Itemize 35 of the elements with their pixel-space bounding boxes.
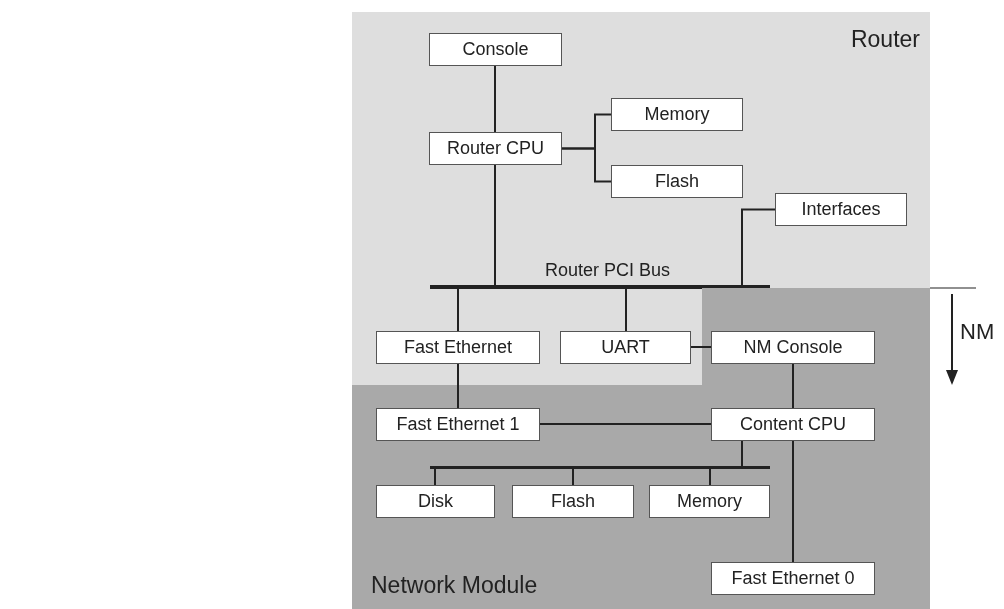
connector-line xyxy=(434,468,436,486)
component-box: Memory xyxy=(611,98,743,131)
component-box: Flash xyxy=(512,485,634,518)
connector-line xyxy=(741,440,743,467)
text-label: Router PCI Bus xyxy=(545,260,671,281)
bus-bar xyxy=(430,466,770,469)
component-box: UART xyxy=(560,331,691,364)
component-box: NM Console xyxy=(711,331,875,364)
connector-line xyxy=(572,468,574,486)
connector-line xyxy=(690,346,712,348)
component-box: Interfaces xyxy=(775,193,907,226)
component-box: Memory xyxy=(649,485,770,518)
component-box: Fast Ethernet xyxy=(376,331,540,364)
component-box: Disk xyxy=(376,485,495,518)
bus-bar xyxy=(430,285,770,289)
connector-line xyxy=(494,65,496,133)
component-box: Console xyxy=(429,33,562,66)
connector-line xyxy=(539,423,712,425)
component-box: Content CPU xyxy=(711,408,875,441)
connector-line xyxy=(741,208,776,286)
connector-line xyxy=(457,288,459,332)
component-box: Flash xyxy=(611,165,743,198)
connector-line xyxy=(457,363,459,409)
region-title: Router xyxy=(849,26,920,53)
connector-line xyxy=(494,164,496,286)
component-box: Fast Ethernet 1 xyxy=(376,408,540,441)
component-box: Fast Ethernet 0 xyxy=(711,562,875,595)
connector-line xyxy=(792,363,794,409)
connector-line xyxy=(792,440,794,563)
connector-line xyxy=(561,147,612,183)
connector-line xyxy=(709,468,711,486)
region-title: Network Module xyxy=(371,572,538,599)
connector-line xyxy=(625,288,627,332)
component-box: Router CPU xyxy=(429,132,562,165)
text-label: NM xyxy=(960,319,995,345)
